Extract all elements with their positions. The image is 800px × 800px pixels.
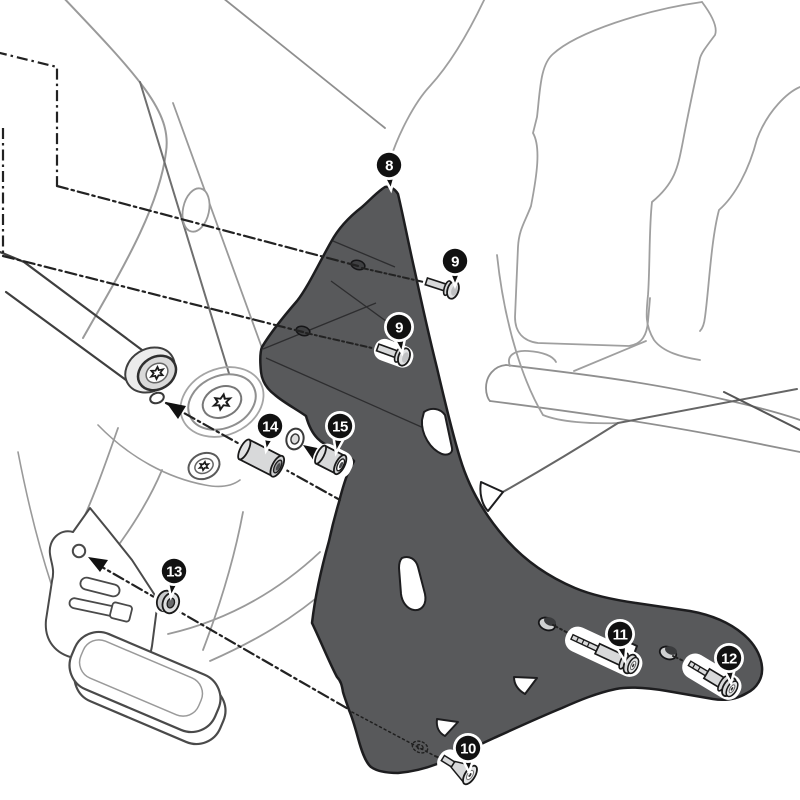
leader-screw9a — [55, 184, 360, 268]
callout-number: 14 — [262, 419, 279, 436]
callout-15-badge: 15 — [325, 411, 355, 457]
arrow-icon — [166, 402, 186, 419]
plate-crease — [332, 240, 396, 268]
callout-number: 13 — [166, 564, 182, 581]
spacer-15 — [312, 443, 354, 479]
arrow-icon — [88, 557, 108, 572]
thread-screw9a — [361, 267, 429, 284]
footpeg-assembly — [44, 507, 227, 746]
plate-hole-11 — [537, 616, 557, 632]
frame-line — [97, 424, 241, 488]
leader-spacers — [164, 401, 342, 502]
grab-rail — [505, 364, 800, 421]
thread-bolt11 — [552, 624, 571, 635]
plate-cutout — [513, 676, 538, 695]
panel-line — [573, 340, 647, 372]
leader-screw9b — [1, 254, 305, 334]
grab-rail-end — [485, 364, 507, 402]
plate-cutout — [420, 407, 454, 456]
panel-tab — [508, 350, 557, 367]
callout-9-lower-badge: 9 — [384, 312, 414, 357]
bracket-hole — [71, 543, 87, 559]
plate-cutout — [398, 556, 427, 612]
callout-number: 15 — [332, 419, 348, 436]
frame-rail — [167, 551, 321, 635]
washer-loose-hole — [290, 433, 300, 445]
axis-leaders — [1, 184, 693, 763]
bracket-slot — [79, 576, 121, 598]
bodywork-line — [64, 0, 168, 339]
frame-fasteners — [124, 346, 265, 481]
bodywork-line — [387, 0, 486, 187]
panel-edge-line — [491, 422, 619, 499]
seat-panel-edge — [514, 1, 703, 347]
frame-tube — [172, 102, 263, 349]
callout-number: 10 — [460, 741, 476, 758]
callout-number: 11 — [613, 627, 628, 644]
callout-number: 8 — [385, 158, 393, 175]
plate-cutout — [479, 481, 504, 512]
hidden-hole-screw10 — [411, 740, 429, 754]
bodywork-line — [224, 0, 386, 129]
footpeg-pad-inset — [78, 639, 204, 717]
torx-bolt-lower — [187, 451, 221, 481]
callout-13-badge: 13 — [159, 556, 189, 601]
bracket-latch — [109, 601, 133, 623]
thread-screw9b — [305, 332, 373, 349]
frame-line — [202, 511, 244, 651]
shock-absorber-edge — [0, 250, 144, 352]
panel-edge-line — [617, 388, 798, 424]
callout-number: 12 — [721, 651, 737, 668]
callout-8-badge: 8 — [374, 150, 404, 194]
carrier-plate-body — [259, 185, 764, 775]
callout-10-badge: 10 — [453, 733, 483, 776]
plate-crease — [262, 302, 377, 350]
leader-line — [0, 51, 59, 186]
callout-14-badge: 14 — [255, 411, 285, 455]
callout-number: 9 — [451, 254, 459, 271]
callout-9-upper-badge: 9 — [440, 246, 470, 290]
footpeg-pad-top — [68, 630, 222, 734]
construction-leaders — [0, 51, 59, 256]
tail-rack-edge — [699, 86, 800, 332]
spacer-14 — [236, 437, 289, 480]
grab-rail — [489, 400, 800, 453]
pivot-cover — [179, 366, 265, 438]
seat-bottom-line — [496, 254, 619, 425]
callouts: 8 9 9 10 11 12 — [159, 150, 744, 776]
callout-12-badge: 12 — [714, 643, 744, 687]
callout-11-badge: 11 — [605, 619, 635, 665]
washer-13 — [152, 586, 184, 618]
frame-mount-hole — [149, 391, 165, 405]
bolt-12 — [682, 653, 742, 700]
plate-cutout — [435, 718, 459, 737]
carrier-plate — [259, 185, 764, 775]
pillion-seat-edge — [645, 1, 717, 361]
plate-crease — [265, 357, 427, 430]
torx-bolt-shock — [136, 354, 178, 392]
frame-tube — [139, 81, 232, 381]
leader-washer13 — [93, 561, 352, 712]
plate-crease — [330, 280, 391, 325]
hidden-line-screw10 — [351, 711, 434, 756]
panel-edge-line — [723, 391, 800, 431]
callout-number: 9 — [395, 320, 403, 337]
shock-absorber-edge — [4, 290, 128, 382]
